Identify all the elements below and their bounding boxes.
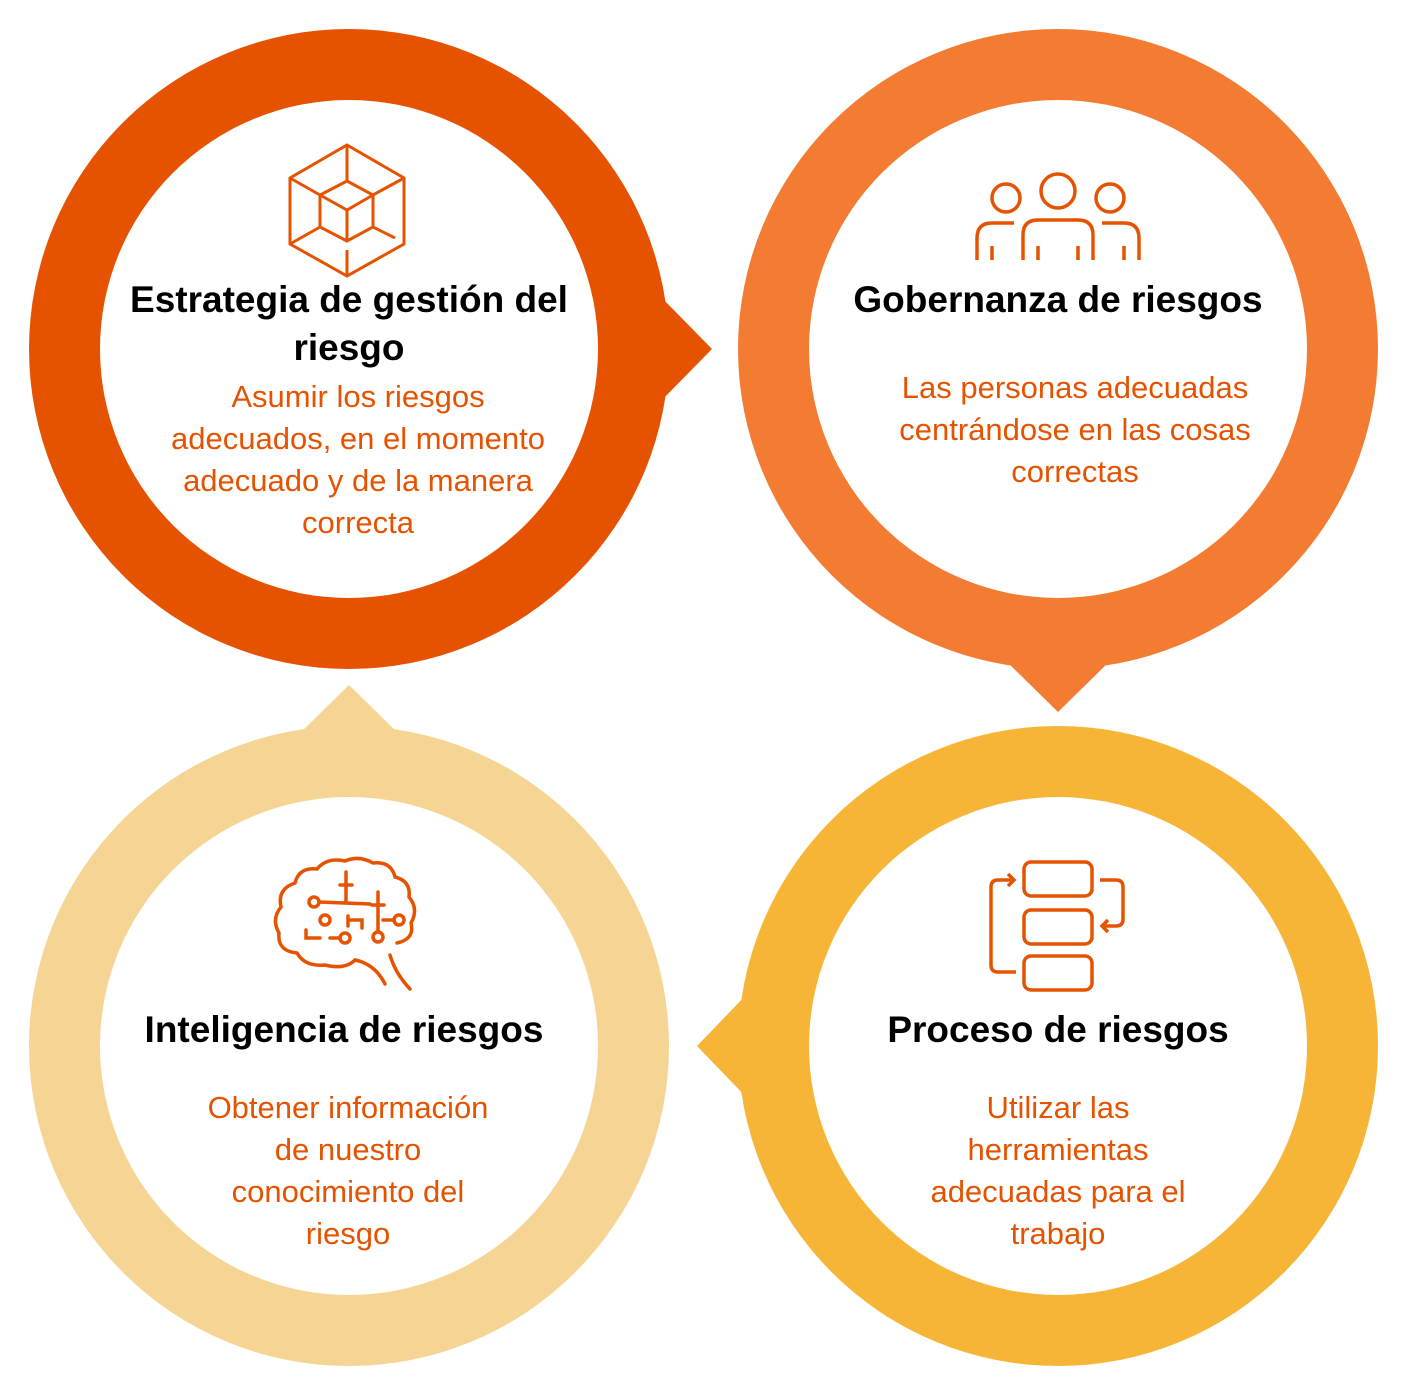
process-flow-icon	[989, 860, 1125, 992]
item-title-governance: Gobernanza de riesgos	[853, 279, 1263, 320]
hypercube-icon	[288, 143, 406, 278]
brain-circuit-icon	[273, 856, 417, 991]
ring-process	[697, 726, 1378, 1366]
item-body-intelligence: Obtener información de nuestro conocimie…	[207, 1090, 489, 1251]
item-body-governance: Las personas adecuadas centrándose en la…	[899, 370, 1251, 489]
ring-strategy	[29, 29, 712, 669]
ring-intelligence	[29, 685, 669, 1366]
item-title-strategy: Estrategia de gestión del riesgo	[130, 279, 568, 368]
people-icon	[975, 172, 1141, 260]
item-body-strategy: Asumir los riesgos adecuados, en el mome…	[171, 379, 545, 540]
item-title-intelligence: Inteligencia de riesgos	[144, 1009, 544, 1050]
item-title-process: Proceso de riesgos	[887, 1009, 1229, 1050]
ring-governance	[738, 29, 1378, 712]
item-body-process: Utilizar las herramientas adecuadas para…	[930, 1090, 1186, 1251]
